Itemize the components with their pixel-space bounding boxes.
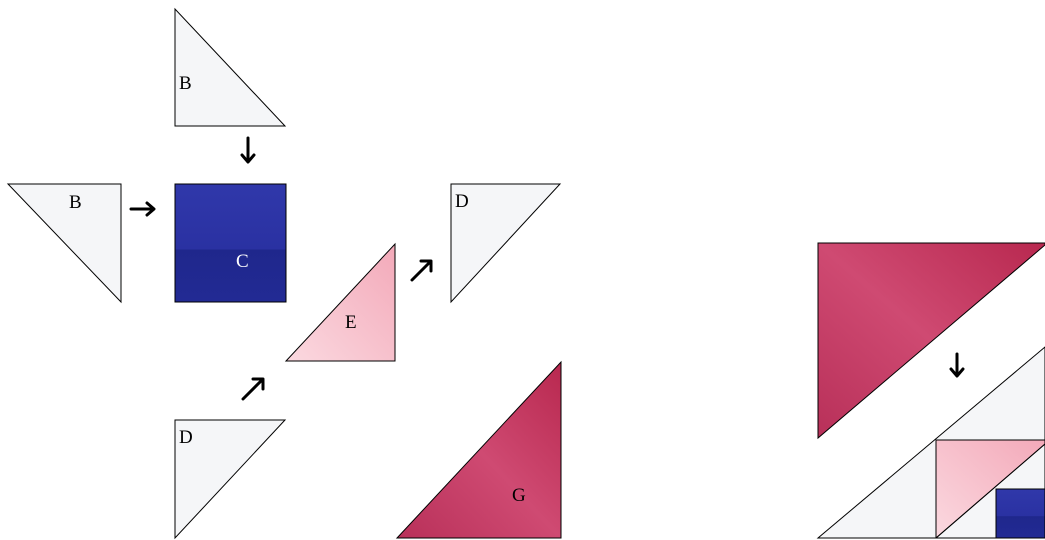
arrow-down-assembly <box>949 352 965 378</box>
piece-d-right-label: D <box>455 191 469 212</box>
piece-e: E <box>284 242 396 362</box>
piece-d-bottom-label: D <box>179 427 193 448</box>
piece-e-label: E <box>345 312 357 333</box>
piece-b-top-label: B <box>179 73 192 94</box>
assembled-blue-square <box>995 488 1045 539</box>
piece-b-top: B <box>174 7 287 127</box>
piece-g-label: G <box>512 485 526 506</box>
piece-b-left-label: B <box>69 192 82 213</box>
piece-c: C <box>174 183 287 303</box>
arrow-diagonal-d-to-e <box>241 377 265 401</box>
arrow-down-b-to-c <box>240 136 256 164</box>
assembled-magenta-triangle <box>817 242 1045 440</box>
piece-c-label: C <box>236 251 249 272</box>
arrow-diagonal-e-to-d <box>410 259 433 282</box>
piece-d-right: D <box>450 183 562 304</box>
piece-g: G <box>395 360 562 539</box>
assembled-seam-line <box>935 443 1045 539</box>
arrow-right-b-to-c <box>129 201 156 217</box>
assembled-block-preview <box>816 242 1045 539</box>
piece-b-left: B <box>6 183 122 304</box>
piece-d-bottom: D <box>174 419 287 540</box>
